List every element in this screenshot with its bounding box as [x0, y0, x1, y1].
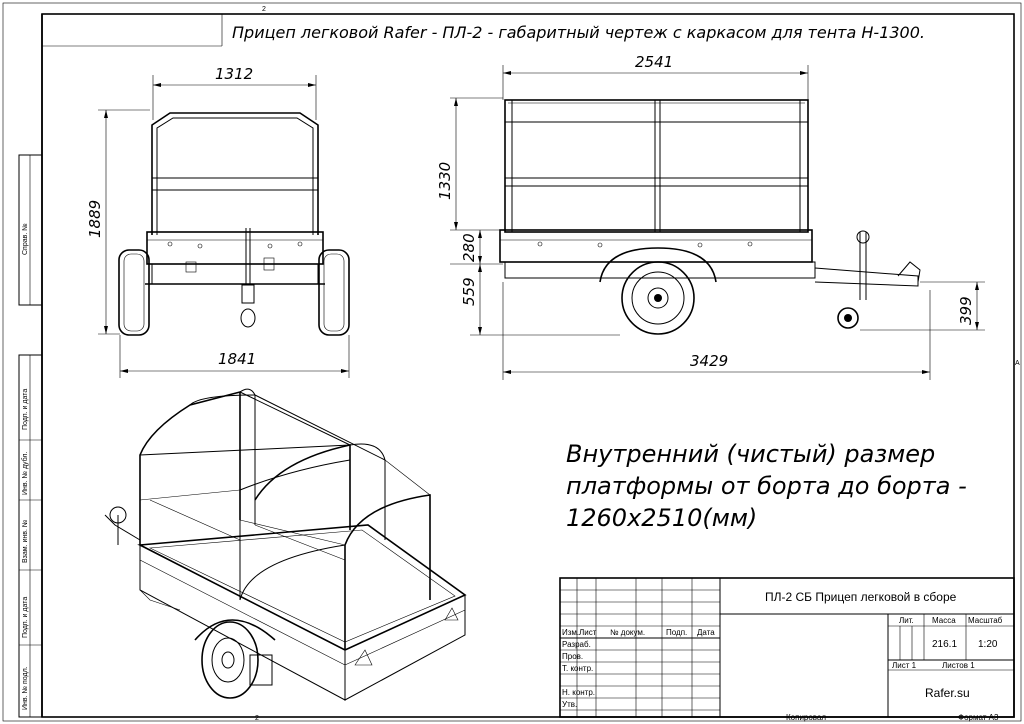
mass-value: 216.1 — [932, 639, 957, 650]
zone-label-top: 2 — [262, 6, 266, 13]
zone-label-right: A — [1015, 360, 1020, 367]
dim-front-width-bottom: 1841 — [218, 350, 256, 368]
col-podp: Подп. — [666, 628, 687, 637]
side-view: 2541 1330 280 559 — [436, 53, 985, 380]
dim-side-floor-height: 559 — [460, 277, 478, 306]
inner-frame — [41, 13, 1015, 718]
col-dokum: № докум. — [610, 628, 645, 637]
row-razrab: Разраб. — [562, 640, 591, 649]
row-prov: Пров. — [562, 652, 583, 661]
note-line-1: Внутренний (чистый) размер — [566, 440, 935, 468]
title-box: Прицеп легковой Rafer - ПЛ-2 - габаритны… — [42, 14, 925, 47]
dim-side-length-top: 2541 — [635, 53, 673, 71]
row-t-kontr: Т. контр. — [562, 664, 593, 673]
col-list: Лист — [579, 628, 597, 637]
dim-side-hitch-height: 399 — [957, 296, 975, 325]
stamp-podp-1: Подп. и дата — [22, 389, 29, 430]
stamp-inv-dubl: Инв. № дубл. — [21, 452, 29, 495]
isometric-view — [104, 388, 467, 701]
platform-note: Внутренний (чистый) размер платформы от … — [566, 440, 967, 532]
dim-side-board-height: 280 — [460, 233, 478, 262]
format-label: Формат А3 — [958, 713, 999, 722]
dim-side-total-length: 3429 — [690, 352, 728, 370]
stamp-vzam-inv: Взам. инв. № — [22, 520, 29, 563]
stamp-podp-2: Подп. и дата — [22, 597, 29, 638]
dim-front-width-top: 1312 — [215, 65, 253, 83]
drawing-designation: ПЛ-2 СБ Прицеп легковой в сборе — [765, 590, 957, 604]
stamp-sprav: Справ. № — [22, 223, 29, 255]
company-name: Rafer.su — [925, 686, 970, 700]
note-line-3: 1260х2510(мм) — [566, 504, 757, 532]
col-izm: Изм. — [562, 628, 579, 637]
row-utv: Утв. — [562, 700, 577, 709]
col-data: Дата — [697, 628, 715, 637]
scale-value: 1:20 — [978, 639, 998, 650]
lit-label: Лит. — [899, 616, 914, 625]
left-stamp-column: Справ. № Подп. и дата Инв. № дубл. Взам.… — [18, 154, 43, 718]
zone-label-bottom: 2 — [255, 715, 259, 722]
front-view: 1312 1889 — [86, 65, 350, 378]
scale-label: Масштаб — [968, 616, 1003, 625]
drawing-title: Прицеп легковой Rafer - ПЛ-2 - габаритны… — [232, 23, 925, 42]
sheets-label: Листов 1 — [942, 661, 975, 670]
copied-label: Копировал — [786, 713, 826, 722]
stamp-inv-podl: Инв. № подл. — [22, 666, 29, 710]
dim-side-frame-height: 1330 — [436, 162, 454, 200]
dim-front-height: 1889 — [86, 200, 104, 238]
mass-label: Масса — [932, 616, 956, 625]
title-block: Изм. Лист № докум. Подп. Дата Разраб. Пр… — [559, 577, 1015, 722]
row-n-kontr: Н. контр. — [562, 688, 595, 697]
sheet-label: Лист 1 — [892, 661, 917, 670]
note-line-2: платформы от борта до борта - — [566, 472, 967, 500]
